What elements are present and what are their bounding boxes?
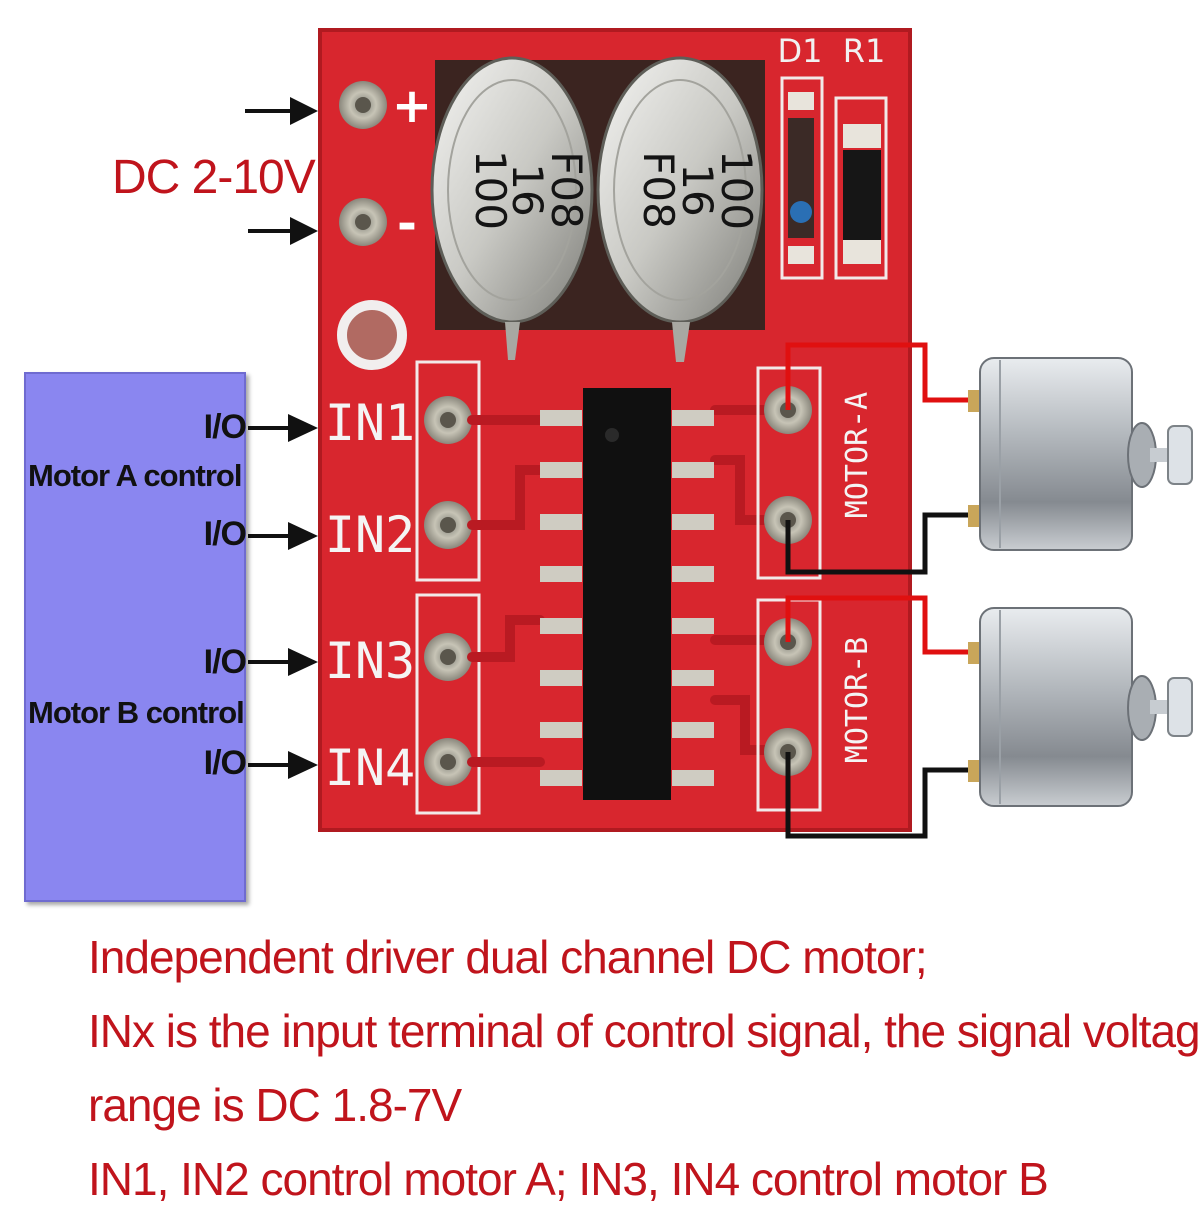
input-header-b-outline [415, 593, 481, 815]
caption-line-2: INx is the input terminal of control sig… [88, 1005, 1200, 1057]
driver-ic [540, 388, 714, 800]
motor-b-red-wire [785, 595, 972, 655]
svg-text:16: 16 [673, 163, 722, 216]
caption: Independent driver dual channel DC motor… [88, 920, 1200, 1216]
diode-label: D1 [778, 32, 823, 70]
svg-text:100: 100 [466, 150, 515, 230]
io-label-in1: I/O [203, 408, 247, 446]
io-label-in3: I/O [203, 643, 247, 681]
mounting-hole [337, 300, 407, 370]
io-label-in2: I/O [203, 515, 247, 553]
caption-line-1: Independent driver dual channel DC motor… [88, 931, 928, 983]
svg-text:F08: F08 [634, 151, 683, 229]
motor-a-red-wire [785, 342, 972, 410]
input-header-a-outline [415, 360, 481, 582]
svg-text:100: 100 [712, 150, 761, 230]
in3-label: IN3 [325, 632, 415, 690]
supply-voltage-label: DC 2-10V [112, 151, 316, 204]
motor-a-label: MOTOR-A [840, 392, 875, 518]
resistor-label: R1 [843, 32, 886, 70]
pcb-shade [318, 28, 912, 832]
motor-a [968, 357, 1193, 551]
caption-line-4: IN1, IN2 control motor A; IN3, IN4 contr… [88, 1153, 1049, 1205]
motor-b-black-wire [785, 752, 975, 839]
power-minus-label: - [397, 196, 417, 252]
resistor-r1 [834, 96, 888, 280]
motor-b-control-label: Motor B control [28, 695, 245, 730]
power-arrows [245, 97, 318, 245]
caption-line-3: range is DC 1.8-7V [88, 1079, 462, 1131]
capacitor-1: 100 16 F08 [430, 56, 594, 360]
controller-box [24, 372, 246, 902]
io-label-in4: I/O [203, 744, 247, 782]
motor-b [968, 607, 1193, 807]
power-plus-label: + [392, 78, 432, 134]
motor-a-control-label: Motor A control [28, 458, 242, 493]
in2-label: IN2 [325, 506, 415, 564]
in1-label: IN1 [325, 394, 415, 452]
in4-label: IN4 [325, 739, 415, 797]
diode-d1 [780, 76, 824, 280]
svg-text:16: 16 [503, 163, 552, 216]
capacitor-2: 100 16 F08 [596, 56, 764, 362]
input-arrows [248, 414, 318, 779]
motor-a-black-wire [785, 512, 975, 575]
svg-text:F08: F08 [542, 151, 591, 229]
motor-b-label: MOTOR-B [840, 637, 875, 763]
